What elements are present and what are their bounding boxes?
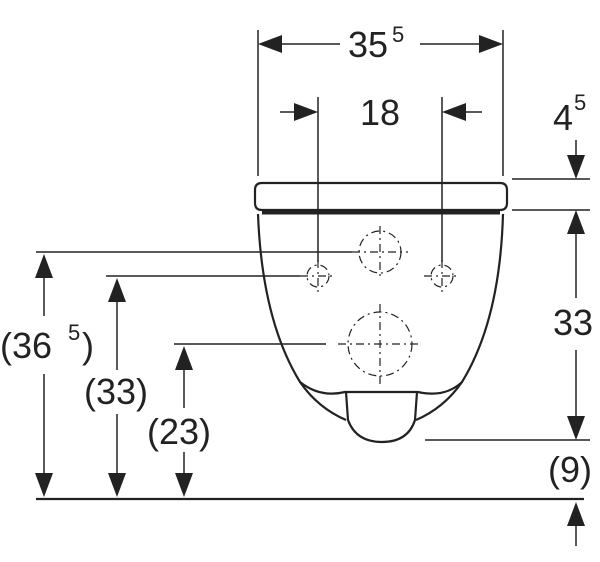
width-inner-label: 18 (360, 92, 400, 133)
bottom-offset-label: (9) (548, 449, 592, 490)
dim-top-offset: 4 5 (512, 90, 590, 211)
bowl-base (299, 381, 463, 422)
dim-height-mid: (33) (84, 275, 300, 497)
bowl-outline (256, 213, 505, 395)
dim-bowl-height: 33 (425, 210, 593, 441)
height-mid-label: (33) (84, 371, 148, 412)
dim-height-top: (36 5 ) (0, 251, 352, 497)
width-total-sup: 5 (392, 22, 404, 47)
top-offset-sup: 5 (574, 90, 586, 115)
fixing-hole-left (306, 264, 330, 288)
seat-lid (253, 181, 509, 212)
width-total-label: 35 (348, 24, 388, 65)
height-top-close: ) (82, 325, 94, 366)
toilet-body (253, 181, 509, 444)
top-offset-label: 4 (553, 97, 573, 138)
height-top-sup: 5 (68, 320, 80, 345)
dim-bottom-offset: (9) (548, 449, 592, 546)
height-top-open: (36 (0, 325, 52, 366)
dim-height-low: (23) (147, 343, 326, 497)
dim-width-inner: 18 (280, 92, 482, 262)
mounting-holes (300, 226, 460, 384)
outlet (344, 391, 419, 444)
fixing-hole-right (430, 264, 454, 288)
height-low-label: (23) (147, 411, 211, 452)
dim-width-total: 35 5 (257, 22, 504, 176)
bowl-height-label: 33 (553, 302, 593, 343)
